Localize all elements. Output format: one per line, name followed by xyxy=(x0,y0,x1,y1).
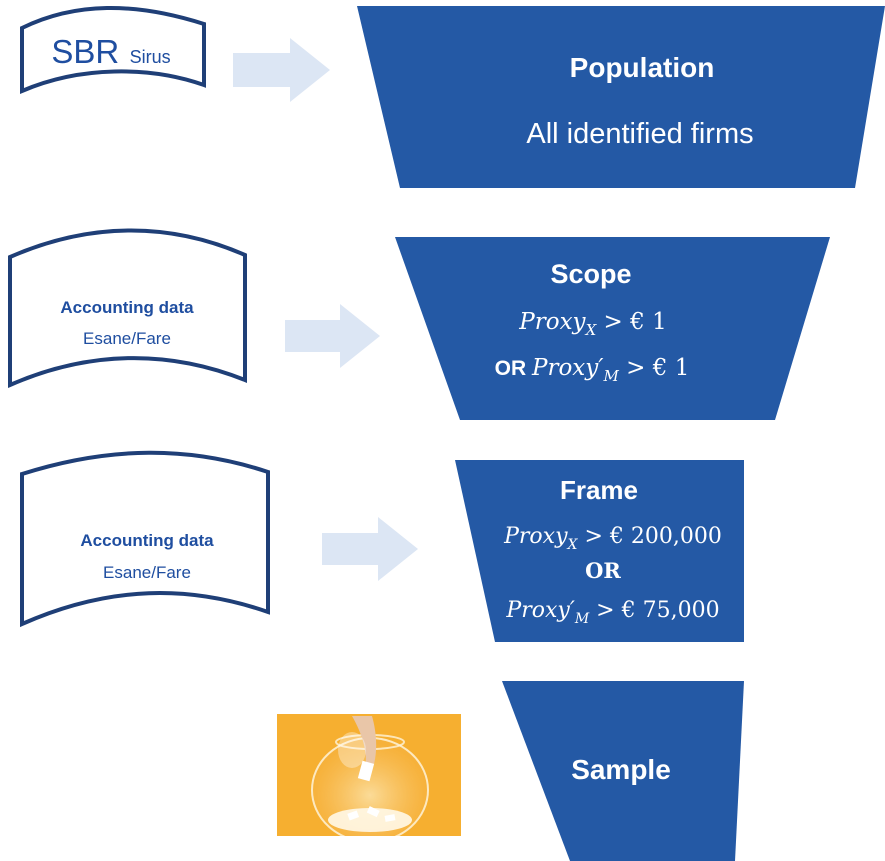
source-subtitle: Esane/Fare xyxy=(83,329,171,348)
funnel-shape xyxy=(502,681,744,861)
arrow-icon xyxy=(285,304,380,368)
hand-drawing-from-glass-bowl-icon xyxy=(311,716,429,836)
source-subtitle: Esane/Fare xyxy=(103,563,191,582)
population-title: Population xyxy=(570,52,715,83)
lottery-bowl-photo xyxy=(277,714,461,836)
funnel-shape xyxy=(455,460,744,642)
funnel-shape xyxy=(357,6,885,188)
frame-condition-2: Proxy′M > € 75,000 xyxy=(505,598,719,627)
document-shape xyxy=(20,450,270,628)
scope-condition-1: ProxyX > € 1 xyxy=(518,309,666,339)
svg-text:SBR Sirus: SBR Sirus xyxy=(51,33,170,70)
scope-title: Scope xyxy=(550,259,631,289)
source-document-sbr: SBR Sirus xyxy=(20,6,206,95)
frame-title: Frame xyxy=(560,475,638,505)
funnel-shape xyxy=(395,237,830,420)
frame-condition-1: ProxyX > € 200,000 xyxy=(503,524,722,553)
population-text: All identified firms xyxy=(526,118,753,150)
funnel-stage-frame: Frame ProxyX > € 200,000 OR Proxy′M > € … xyxy=(455,460,744,642)
funnel-stage-scope: Scope ProxyX > € 1 OR Proxy′M > € 1 xyxy=(395,237,830,420)
arrow-icon xyxy=(233,38,330,102)
source-title: SBR xyxy=(51,33,119,70)
document-shape xyxy=(20,6,206,95)
funnel-stage-population: Population All identified firms xyxy=(357,6,885,188)
source-title: Accounting data xyxy=(80,531,214,550)
frame-or: OR xyxy=(585,558,621,583)
sample-title: Sample xyxy=(571,754,671,785)
source-document-accounting-1: Accounting data Esane/Fare xyxy=(8,228,247,389)
arrow-icon xyxy=(322,517,418,581)
funnel-stage-sample: Sample xyxy=(502,681,744,861)
document-shape xyxy=(8,228,247,389)
source-subtitle: Sirus xyxy=(130,47,171,67)
source-document-accounting-2: Accounting data Esane/Fare xyxy=(20,450,270,628)
scope-condition-2: OR Proxy′M > € 1 xyxy=(495,355,690,385)
source-title: Accounting data xyxy=(60,298,194,317)
